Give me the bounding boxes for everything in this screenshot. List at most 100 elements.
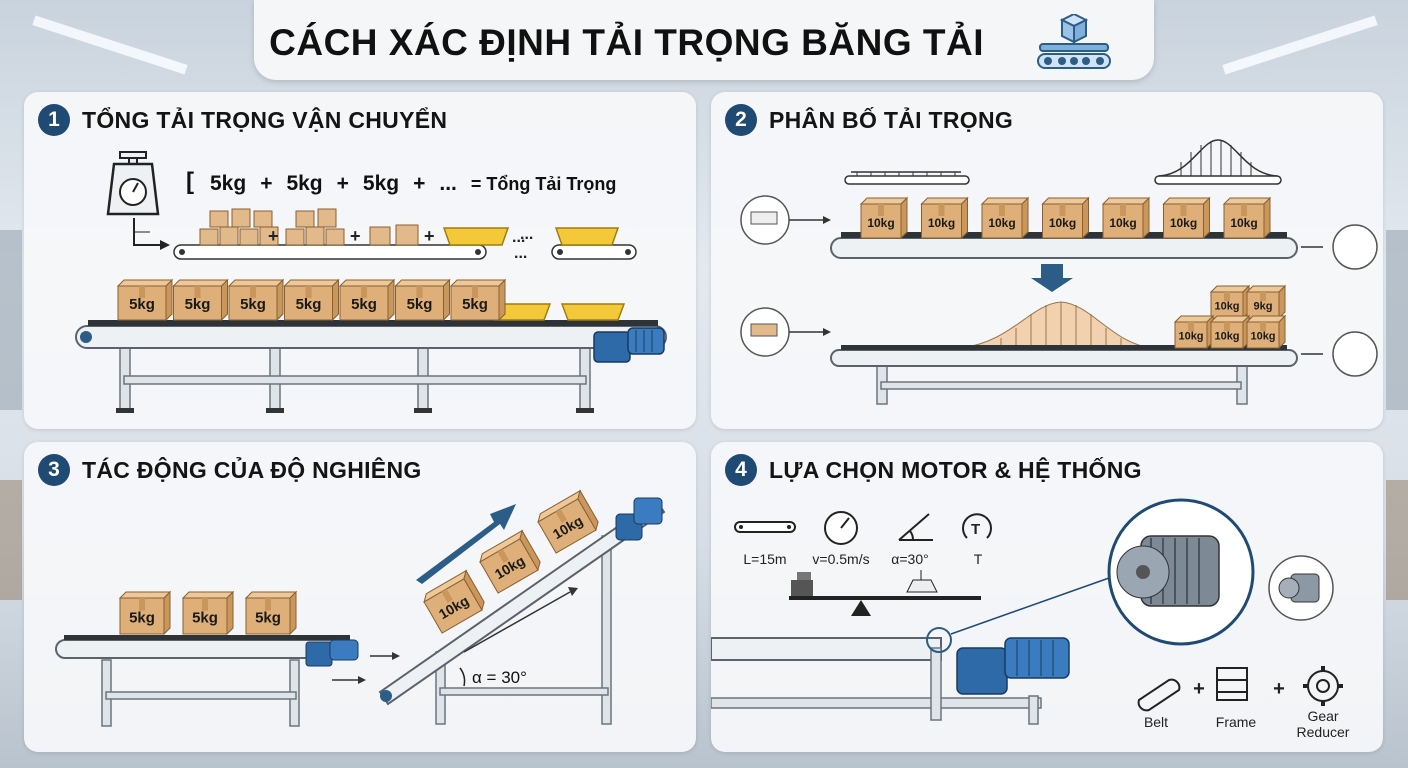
page-title: CÁCH XÁC ĐỊNH TẢI TRỌNG BĂNG TẢI (269, 22, 984, 63)
torque-icon: T (962, 513, 992, 539)
box-weight-label: 10kg (988, 216, 1015, 230)
cargo-box: 5kg (283, 278, 340, 322)
plus-signs: + + + (268, 226, 435, 246)
belt-icon (1137, 678, 1181, 712)
cargo-box: 10kg (1245, 314, 1287, 350)
peak-load-icon (1154, 139, 1282, 185)
motor-small-icon (1268, 555, 1334, 621)
cargo-box: 10kg (1222, 196, 1272, 240)
panel-2-title: PHÂN BỐ TẢI TRỌNG (769, 106, 1014, 133)
incline-direction-arrow (416, 504, 516, 584)
gear-reducer-label: Gear Reducer (1296, 708, 1350, 740)
cargo-box: 5kg (118, 590, 172, 636)
box-weight-label: 5kg (185, 296, 211, 313)
motor-icon (593, 327, 665, 363)
belt-label: Belt (1143, 714, 1169, 730)
load-formula: 5kg + 5kg + 5kg + ... = Tổng Tải Trọng (210, 172, 616, 196)
cargo-box: 10kg (859, 196, 909, 240)
formula-term: 5kg (362, 172, 400, 195)
step-number-2: 2 (725, 104, 757, 136)
motor-icon (305, 639, 359, 667)
cargo-box: 9kg (1245, 284, 1287, 320)
yellow-tray (442, 227, 620, 246)
motor-icon (956, 637, 1070, 695)
cargo-box: 10kg (479, 529, 541, 594)
incline-angle-label: α = 30° (472, 668, 527, 687)
panel-4-title: LỰA CHỌN MOTOR & HỆ THỐNG (769, 456, 1142, 483)
box-weight-label: 10kg (1214, 331, 1239, 343)
tension-badge-icon (1332, 224, 1378, 270)
weighing-scale-icon (106, 151, 160, 216)
cargo-box: 10kg (1209, 314, 1251, 350)
panel-3-illustration (55, 497, 666, 727)
title-banner: CÁCH XÁC ĐỊNH TẢI TRỌNG BĂNG TẢI (254, 0, 1154, 80)
balance-scale-icon (789, 570, 981, 616)
cargo-box: 10kg (1173, 314, 1215, 350)
formula-plus: + (336, 172, 349, 195)
formula-ellipsis: ... (439, 172, 457, 195)
cargo-box: 10kg (1162, 196, 1211, 240)
length-param: L=15m (743, 551, 787, 567)
cargo-box: 10kg (537, 489, 599, 554)
svg-text:+: + (350, 226, 361, 246)
dots-text-lower: ... (514, 245, 527, 262)
formula-result: = Tổng Tải Trọng (470, 174, 617, 194)
angle-param: α=30° (891, 551, 929, 567)
plus-sign: + (1193, 678, 1205, 700)
box-weight-label: 5kg (192, 609, 218, 626)
gear-reducer-icon (1303, 666, 1343, 706)
box-weight-label: 5kg (462, 296, 488, 313)
belt-length-icon (734, 521, 796, 533)
box-weight-label: 10kg (1178, 331, 1203, 343)
panel-total-load: 1 TỔNG TẢI TRỌNG VẬN CHUYỂN (24, 92, 696, 429)
box-weight-label: 10kg (1170, 216, 1197, 230)
speed-param: v=0.5m/s (812, 551, 870, 567)
cargo-box: 5kg (449, 278, 507, 322)
formula-plus: + (260, 172, 273, 195)
cargo-box: 5kg (394, 278, 451, 322)
cargo-box: 10kg (1209, 284, 1251, 320)
panel-load-distribution: 2 PHÂN BỐ TẢI TRỌNG (711, 92, 1383, 429)
svg-text:+: + (268, 226, 279, 246)
cargo-box: 5kg (181, 590, 235, 636)
panel-motor-selection: 4 LỰA CHỌN MOTOR & HỆ THỐNG T (711, 442, 1383, 752)
cargo-box: 5kg (244, 590, 298, 636)
box-weight-label: 5kg (129, 609, 155, 626)
plus-sign: + (1273, 678, 1285, 700)
panel-1-illustration: + + + ... ... (106, 151, 637, 262)
tray-ellipsis: ... (520, 226, 534, 243)
cargo-box: 10kg (1041, 196, 1090, 240)
angle-icon (898, 513, 933, 541)
uniform-load-icon (844, 171, 970, 185)
angle-arc (459, 667, 466, 687)
cargo-box: 10kg (1101, 196, 1151, 240)
cargo-box: 5kg (338, 278, 396, 322)
cargo-box: 10kg (423, 569, 485, 634)
panel-3-title: TÁC ĐỘNG CỦA ĐỘ NGHIÊNG (82, 456, 422, 483)
motor-closeup-icon (1107, 498, 1255, 646)
down-arrow-icon (1031, 264, 1073, 292)
formula-term: 5kg (210, 172, 247, 195)
mini-box-group (199, 208, 419, 246)
box-weight-label: 10kg (867, 216, 894, 230)
frame-label: Frame (1215, 714, 1257, 730)
formula-plus: + (413, 172, 426, 195)
cargo-box: 10kg (920, 196, 969, 240)
box-weight-label: 5kg (129, 296, 155, 313)
step-number-4: 4 (725, 454, 757, 486)
panel-4-illustration: T (711, 498, 1343, 725)
cargo-box: 5kg (116, 278, 174, 322)
box-weight-label: 10kg (1109, 216, 1136, 230)
box-weight-label: 10kg (1214, 301, 1239, 313)
svg-text:+: + (424, 226, 435, 246)
step-number-1: 1 (38, 104, 70, 136)
box-weight-label: 5kg (240, 296, 266, 313)
incline-motor-icon (615, 497, 663, 541)
cargo-box: 5kg (227, 278, 285, 322)
tension-badge-icon-lower (1332, 331, 1378, 377)
